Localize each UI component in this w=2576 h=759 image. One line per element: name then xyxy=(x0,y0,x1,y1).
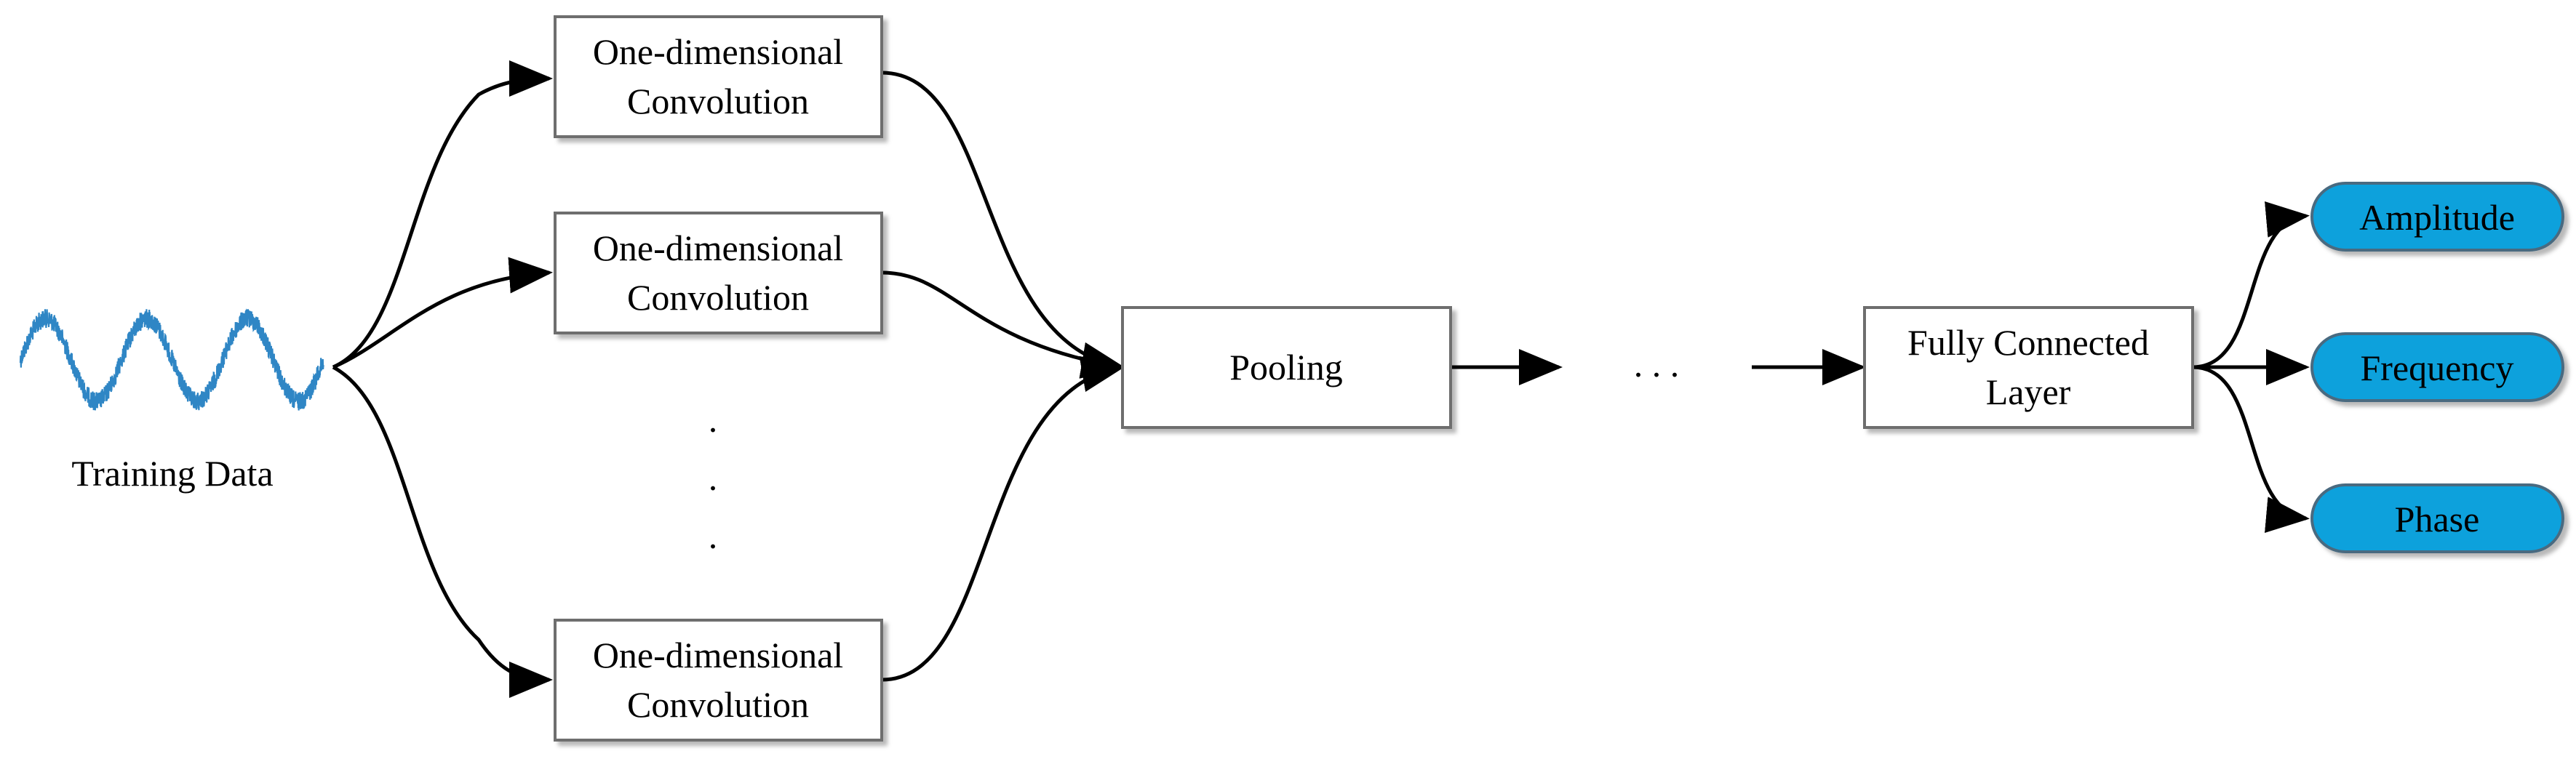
convolution-box-2-line2: Convolution xyxy=(627,277,809,318)
fully-connected-line2: Layer xyxy=(1986,372,2071,412)
convolution-box-3-line1: One-dimensional xyxy=(593,635,843,675)
output-amplitude-label: Amplitude xyxy=(2359,197,2515,238)
convolution-box-2: One-dimensional Convolution xyxy=(554,212,883,334)
output-frequency-label: Frequency xyxy=(2360,348,2513,388)
edge-input-to-conv-1 xyxy=(332,60,553,369)
vertical-ellipsis-dot-2: . xyxy=(709,457,718,498)
edge-conv-3-to-pooling xyxy=(881,356,1125,682)
convolution-box-3: One-dimensional Convolution xyxy=(554,619,883,742)
vertical-ellipsis: . . . xyxy=(709,399,718,556)
output-frequency: Frequency xyxy=(2310,332,2564,402)
convolution-box-1-line1: One-dimensional xyxy=(593,31,843,72)
training-data-node: Training Data xyxy=(19,308,324,494)
output-phase: Phase xyxy=(2310,483,2564,553)
output-phase-label: Phase xyxy=(2395,499,2480,539)
vertical-ellipsis-dot-1: . xyxy=(709,399,718,440)
vertical-ellipsis-dot-3: . xyxy=(709,515,718,556)
convolution-box-1-line2: Convolution xyxy=(627,81,809,121)
output-amplitude: Amplitude xyxy=(2310,182,2564,252)
convolution-box-3-line2: Convolution xyxy=(627,684,809,725)
convolution-box-1: One-dimensional Convolution xyxy=(554,15,883,138)
pooling-label: Pooling xyxy=(1229,347,1343,387)
edge-input-to-conv-3 xyxy=(332,365,553,698)
noisy-sine-wave-icon xyxy=(19,308,324,411)
edge-conv-2-to-pooling xyxy=(881,270,1125,379)
convolution-box-2-line1: One-dimensional xyxy=(593,228,843,268)
edge-input-to-conv-2 xyxy=(332,257,553,369)
training-data-label: Training Data xyxy=(71,453,273,494)
edge-conv-1-to-pooling xyxy=(881,71,1125,379)
edge-fc-to-amplitude xyxy=(2192,201,2310,369)
edge-fc-to-phase xyxy=(2192,365,2310,533)
fully-connected-box: Fully Connected Layer xyxy=(1863,306,2194,429)
horizontal-ellipsis: . . . xyxy=(1634,344,1680,385)
fully-connected-line1: Fully Connected xyxy=(1907,322,2149,363)
pooling-box: Pooling xyxy=(1121,306,1452,429)
